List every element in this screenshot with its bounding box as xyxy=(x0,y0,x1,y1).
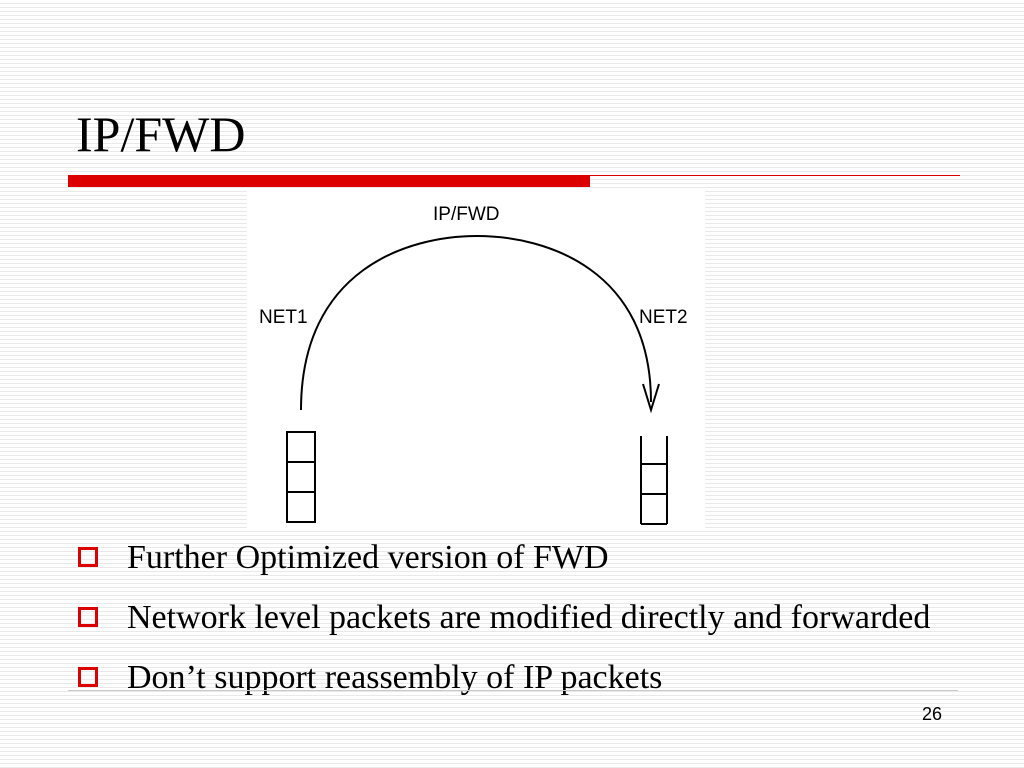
arrowhead-icon xyxy=(642,383,660,414)
bullet-item: Further Optimized version of FWD xyxy=(78,536,967,580)
net2-label: NET2 xyxy=(639,307,688,328)
bullet-text: Further Optimized version of FWD xyxy=(127,539,609,576)
bullet-text: Network level packets are modified direc… xyxy=(127,599,931,636)
bullet-item: Network level packets are modified direc… xyxy=(78,596,967,640)
net1-stack xyxy=(286,431,316,523)
forwarding-arc xyxy=(300,234,652,411)
square-bullet-icon xyxy=(78,607,98,627)
net1-label: NET1 xyxy=(259,307,308,328)
title-underline-thick xyxy=(68,175,590,187)
ip-fwd-diagram: IP/FWD NET1 NET2 xyxy=(247,190,705,530)
title-underline-thin xyxy=(590,175,960,176)
footer-divider xyxy=(68,690,958,691)
bullet-item: Don’t support reassembly of IP packets xyxy=(78,656,967,700)
page-number: 26 xyxy=(922,704,943,724)
square-bullet-icon xyxy=(78,547,98,567)
arc-label: IP/FWD xyxy=(433,204,500,225)
slide-title: IP/FWD xyxy=(76,106,246,162)
net2-stack xyxy=(640,436,668,525)
bullet-list: Further Optimized version of FWD Network… xyxy=(78,536,978,716)
square-bullet-icon xyxy=(78,667,98,687)
diagram-svg: IP/FWD NET1 NET2 xyxy=(259,204,688,525)
bullet-text: Don’t support reassembly of IP packets xyxy=(127,659,663,696)
